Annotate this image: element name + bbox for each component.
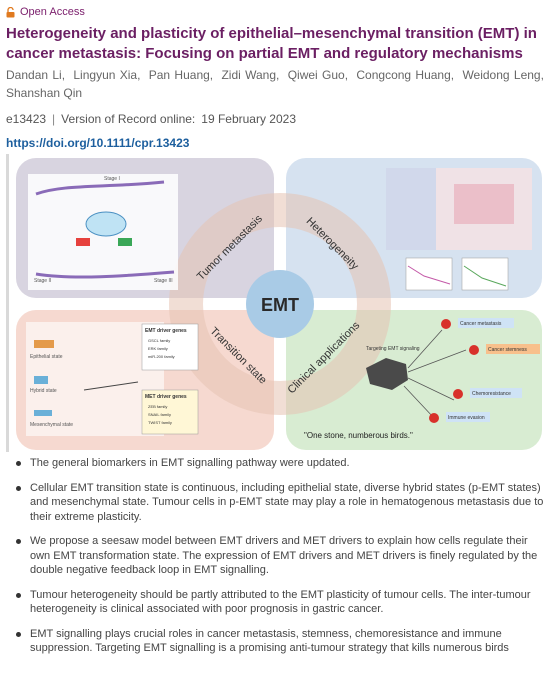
emt-center-circle	[246, 270, 314, 338]
mesenchymal-state-label: Mesenchymal state	[30, 422, 73, 428]
open-access-label: Open Access	[20, 6, 85, 18]
highlight-item: We propose a seesaw model between EMT dr…	[6, 534, 546, 578]
highlight-item: The general biomarkers in EMT signalling…	[6, 456, 546, 471]
highlight-item: Tumour heterogeneity should be partly at…	[6, 588, 546, 617]
graphic-divider	[6, 154, 9, 452]
stone-icon	[366, 358, 408, 390]
epithelial-state-label: Epithelial state	[30, 354, 63, 360]
highlight-item: Cellular EMT transition state is continu…	[6, 481, 546, 525]
quote-label: "One stone, numberous birds."	[304, 431, 413, 440]
bird-icon	[453, 389, 463, 399]
bird-label: Cancer metastasis	[460, 321, 502, 327]
author-link[interactable]: Zidi Wang,	[221, 68, 280, 82]
stage-one-label: Stage I	[104, 176, 120, 182]
metastasis-diagram: Stage I Stage II Stage III	[28, 174, 178, 290]
stage-three-label: Stage III	[154, 278, 173, 284]
author-link[interactable]: Pan Huang,	[148, 68, 214, 82]
met-driver-item: ZEB family	[148, 404, 167, 409]
emt-driver-item: ERK family	[148, 346, 168, 351]
author-link[interactable]: Weidong Leng,	[462, 68, 544, 82]
clinical-applications-diagram: Targeting EMT signaling Cancer metastasi…	[304, 318, 540, 440]
bird-label: Cancer stemness	[488, 347, 527, 353]
author-link[interactable]: Dandan Li,	[6, 68, 66, 82]
doi-link[interactable]: https://doi.org/10.1111/cpr.13423	[6, 136, 190, 150]
highlight-item: EMT signalling plays crucial roles in ca…	[6, 627, 546, 656]
meta-separator: |	[52, 112, 56, 126]
open-access-badge: Open Access	[6, 6, 85, 18]
bird-icon	[429, 413, 439, 423]
author-link[interactable]: Shanshan Qin	[6, 86, 83, 100]
emt-driver-title: EMT driver genes	[145, 328, 187, 334]
author-list: Dandan Li, Lingyun Xia, Pan Huang, Zidi …	[6, 66, 548, 102]
targeting-label: Targeting EMT signaling	[366, 346, 420, 352]
emt-center-label: EMT	[261, 295, 299, 315]
author-link[interactable]: Qiwei Guo,	[287, 68, 349, 82]
emt-driver-item: miR-200 family	[148, 354, 175, 359]
transition-state-diagram: Epithelial state Hybrid state Mesenchyma…	[26, 322, 199, 436]
met-driver-item: TWIST family	[148, 420, 172, 425]
author-link[interactable]: Lingyun Xia,	[73, 68, 141, 82]
highlights-list: The general biomarkers in EMT signalling…	[6, 456, 546, 666]
met-driver-title: MET driver genes	[145, 394, 187, 400]
article-title[interactable]: Heterogeneity and plasticity of epitheli…	[6, 25, 537, 62]
bird-icon	[469, 345, 479, 355]
article-id: e13423	[6, 112, 47, 126]
emt-driver-item: GSCL family	[148, 338, 170, 343]
met-driver-item: SNAIL family	[148, 412, 171, 417]
article-meta: e13423 | Version of Record online: 19 Fe…	[6, 112, 296, 126]
version-label: Version of Record online:	[61, 112, 196, 126]
author-link[interactable]: Congcong Huang,	[356, 68, 455, 82]
stage-two-label: Stage II	[34, 278, 51, 284]
hybrid-state-label: Hybrid state	[30, 388, 57, 394]
graphical-abstract: EMT Tumor metastasis Heterogeneity Trans…	[16, 158, 542, 450]
bird-label: Chemoresistance	[472, 391, 511, 397]
bird-label: Immune evasion	[448, 415, 485, 421]
bird-icon	[441, 319, 451, 329]
heterogeneity-heatmap	[386, 168, 532, 291]
version-date: 19 February 2023	[201, 112, 296, 126]
open-lock-icon	[6, 6, 15, 18]
